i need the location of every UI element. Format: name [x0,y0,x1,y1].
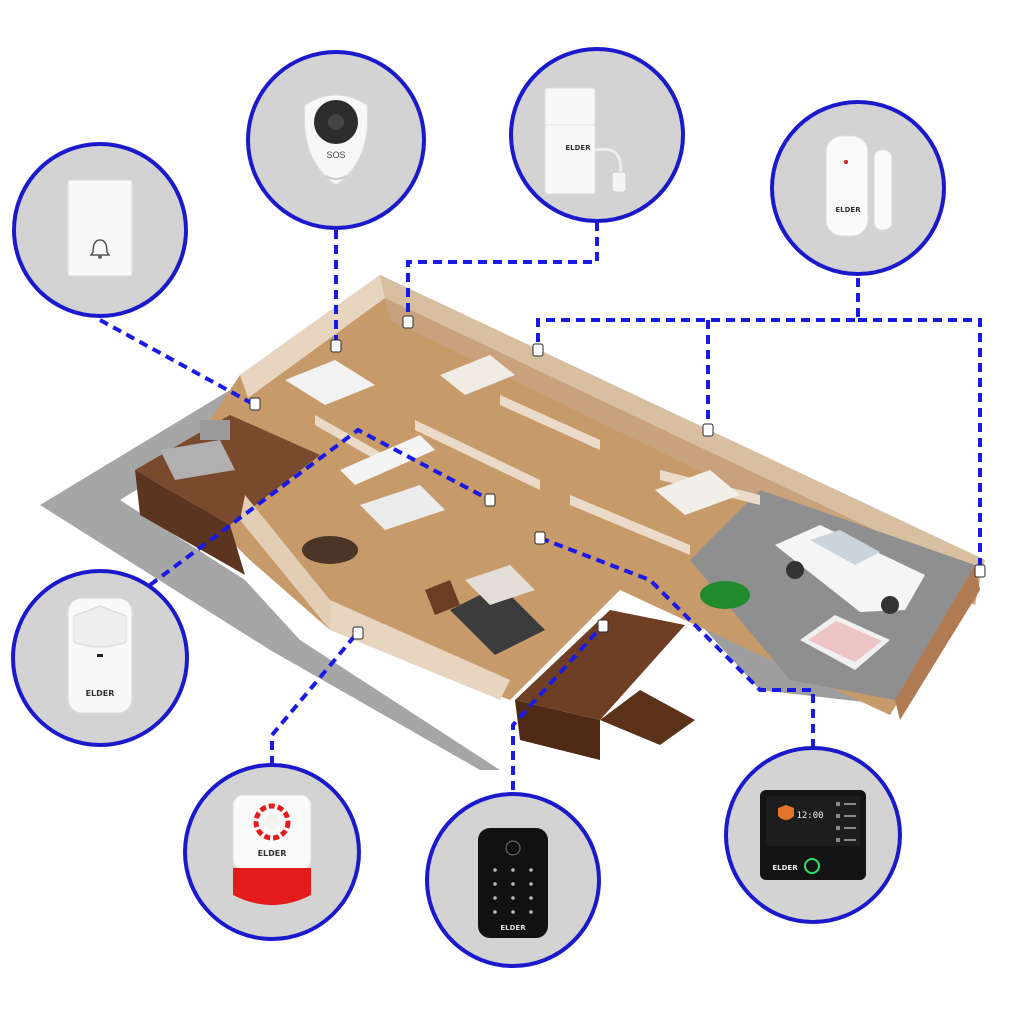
connector-lines [99,222,982,790]
guest-bed [655,470,740,515]
deck-front-rail [515,700,600,760]
back-wall-right [380,275,985,580]
master-bed [285,360,375,405]
keypad-logo: ELDER [500,924,526,932]
device-water-sensor: ELDER [509,47,685,223]
device-motion-sensor: ELDER [11,569,189,747]
shield-icon [778,805,794,820]
door-sensor-logo: ELDER [835,206,861,214]
front-deck [515,610,685,720]
patio-railing [135,470,245,575]
kitchen-island [360,485,445,530]
living-rug [450,585,545,655]
connector-water-sensor [406,222,599,320]
outdoor-bar [160,440,235,480]
device-siren: ELDER [183,763,361,941]
panel-menu-icons [836,802,856,842]
air-hockey-table [800,615,890,670]
keypad-keys [493,868,533,914]
siren-speaker-icon [253,803,291,841]
rfid-icon [505,840,521,856]
connector-siren [270,630,360,765]
sos-label: SOS [326,150,345,160]
power-ring-icon [804,858,820,874]
device-sos-remote: SOS [246,50,426,230]
device-door-sensor: ELDER [770,100,946,276]
armchair [425,580,460,615]
connector-pir [148,427,491,587]
device-doorbell [12,142,188,318]
house-floor-plan [40,275,985,770]
poker-table [700,581,750,609]
sofa [465,565,535,605]
panel-clock: 12:00 [796,811,823,821]
siren-logo: ELDER [258,849,287,858]
car [775,525,925,614]
device-keypad: ELDER [425,792,601,968]
back-wall-left [240,275,385,398]
connector-keypad [511,623,605,790]
front-stairs [600,690,695,745]
sensor-markers [249,315,986,640]
garage-floor [690,490,975,700]
bunk-bed [440,355,515,395]
water-sensor-logo: ELDER [565,144,591,152]
connector-door-sensor [536,278,982,570]
device-circles: SOS ELDER ELDER ELDER [11,47,946,968]
panel-logo: ELDER [772,864,798,872]
front-wall-left [240,495,330,630]
dining-table [302,536,358,564]
motion-sensor-logo: ELDER [86,689,115,698]
bbq-grill [200,420,230,440]
kitchen-counter [340,435,435,485]
device-control-panel: 12:00 ELDER [724,746,902,924]
garage-side-wall [895,565,980,720]
front-wall-living [330,600,510,700]
bell-icon [89,239,111,259]
connector-doorbell [99,318,256,407]
connector-panel [539,536,815,748]
